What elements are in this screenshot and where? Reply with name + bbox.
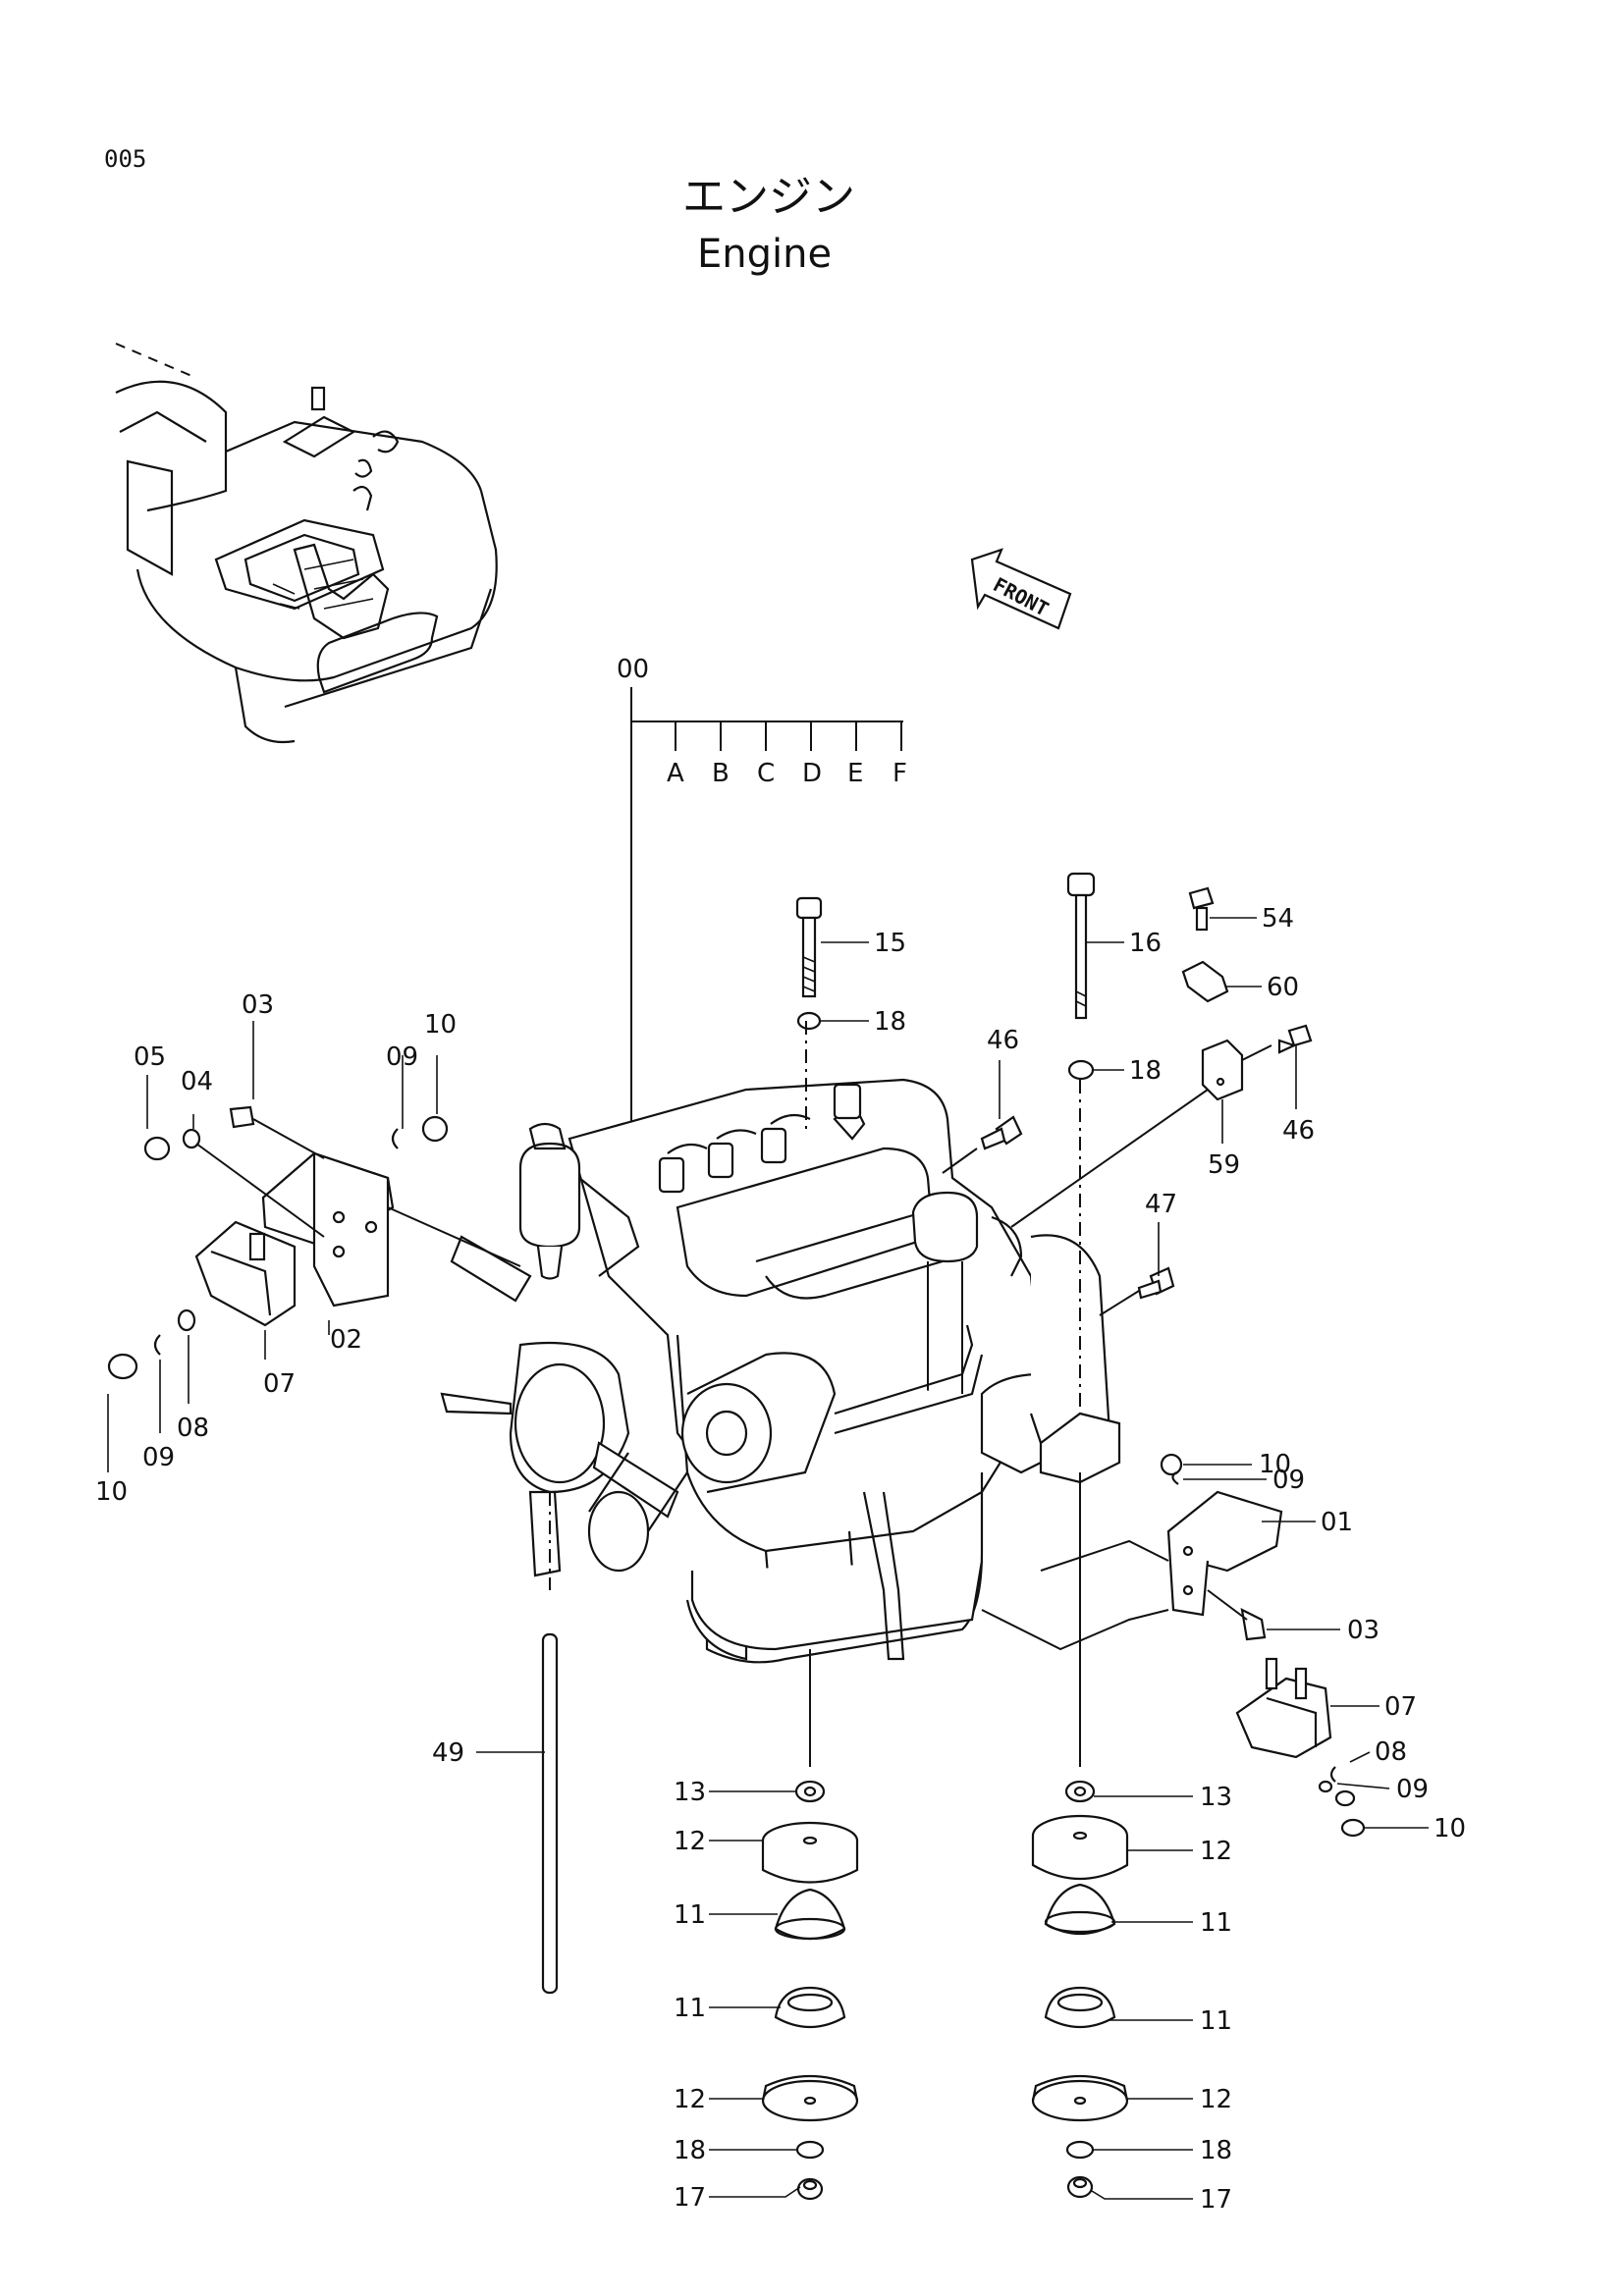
callout-11-left-lower: 11 (674, 1994, 706, 2023)
callout-09-right-lower: 09 (1396, 1775, 1429, 1804)
variant-a: A (667, 759, 684, 788)
callout-08-left: 08 (177, 1414, 209, 1443)
left-mount-bracket (107, 1105, 521, 1380)
engine-assembly (440, 1078, 1121, 1664)
callout-10-upper-left: 10 (424, 1010, 457, 1040)
callout-10-lower-left: 10 (95, 1477, 128, 1507)
upper-fasteners (795, 872, 1313, 1316)
front-direction-arrow: FRONT (970, 548, 1072, 630)
callout-12-right-upper: 12 (1200, 1837, 1232, 1866)
callout-59: 59 (1208, 1150, 1240, 1180)
callout-07-left: 07 (263, 1369, 296, 1399)
callout-leaders (107, 917, 1429, 2200)
variant-c: C (757, 759, 775, 788)
callout-11-right-upper: 11 (1200, 1908, 1232, 1938)
callout-12-left-upper: 12 (674, 1827, 706, 1856)
assembly-code: 00 (617, 655, 649, 684)
title-english: Engine (697, 232, 832, 277)
callout-12-left-lower: 12 (674, 2085, 706, 2114)
callout-09-right-upper: 09 (1272, 1466, 1305, 1495)
callout-13-left: 13 (674, 1778, 706, 1807)
callout-18-upper-left: 18 (874, 1007, 906, 1037)
callout-02: 02 (330, 1325, 362, 1355)
callout-15: 15 (874, 929, 906, 958)
callout-09-lower-left: 09 (142, 1443, 175, 1472)
callout-labels: 03 05 04 09 10 02 07 10 09 08 15 18 16 1… (95, 904, 1466, 2215)
callout-18-upper-right: 18 (1129, 1056, 1162, 1086)
callout-05: 05 (134, 1042, 166, 1072)
callout-01: 01 (1321, 1508, 1353, 1537)
callout-03-right: 03 (1347, 1616, 1380, 1645)
callout-47: 47 (1145, 1190, 1177, 1219)
callout-03-left: 03 (242, 990, 274, 1020)
callout-08-right: 08 (1375, 1737, 1407, 1767)
callout-18-right-lower: 18 (1200, 2136, 1232, 2165)
callout-49: 49 (432, 1738, 464, 1768)
right-mount-bracket (981, 1453, 1366, 1838)
callout-46-right: 46 (1282, 1116, 1315, 1146)
callout-17-left: 17 (674, 2183, 706, 2213)
callout-46-left: 46 (987, 1026, 1019, 1055)
assembly-variant-tree: 00 A B C D E F (617, 655, 907, 1158)
callout-07-right: 07 (1384, 1692, 1417, 1722)
lower-mount-stack-left (761, 1649, 859, 2201)
callout-04: 04 (181, 1067, 213, 1096)
variant-b: B (712, 759, 730, 788)
dipstick-guide (541, 1632, 559, 1995)
callout-54: 54 (1262, 904, 1294, 934)
assembly-center-lines (549, 1021, 1081, 1590)
callout-13-right: 13 (1200, 1783, 1232, 1812)
callout-11-right-lower: 11 (1200, 2006, 1232, 2036)
variant-e: E (847, 759, 863, 788)
machine-locator-view (115, 343, 498, 744)
callout-09-upper-left: 09 (386, 1042, 418, 1072)
callout-11-left-upper: 11 (674, 1900, 706, 1930)
callout-18-left-lower: 18 (674, 2136, 706, 2165)
title-japanese: エンジン (682, 172, 855, 222)
callout-10-right-upper: 10 (1259, 1450, 1291, 1479)
callout-10-right-lower: 10 (1434, 1814, 1466, 1843)
variant-d: D (802, 759, 822, 788)
callout-60: 60 (1267, 973, 1299, 1002)
callout-16: 16 (1129, 929, 1162, 958)
callout-17-right: 17 (1200, 2185, 1232, 2215)
page-number: 005 (104, 145, 146, 173)
callout-12-right-lower: 12 (1200, 2085, 1232, 2114)
variant-f: F (893, 759, 907, 788)
lower-mount-stack-right (1031, 1472, 1129, 2199)
